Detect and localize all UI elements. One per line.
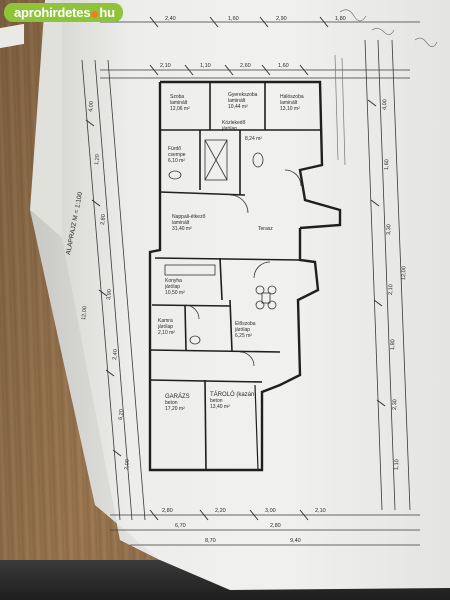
dimension-labels: 2,40 1,60 2,90 1,80 2,10 1,10 2,60 1,60 … bbox=[160, 16, 346, 544]
dim-label: 3,00 bbox=[265, 508, 276, 514]
dim-label: 1,80 bbox=[335, 16, 346, 22]
room-label: 8,24 m² bbox=[245, 136, 262, 142]
dim-label: 2,80 bbox=[162, 508, 173, 514]
dim-label: 2,60 bbox=[240, 63, 251, 69]
room-label: 31,40 m² bbox=[172, 226, 192, 232]
room-label: GARÁZS bbox=[165, 393, 190, 400]
room-label: Kamra bbox=[158, 318, 173, 324]
dim-label: 12,00 bbox=[81, 306, 88, 320]
room-label: TÁROLÓ (kazán) bbox=[210, 391, 256, 398]
paper-fold-shadow bbox=[30, 210, 160, 560]
dim-label: 9,40 bbox=[290, 538, 301, 544]
room-label: Nappali-étkező bbox=[172, 214, 206, 220]
room-label: járólap bbox=[157, 324, 173, 330]
room-label: Gyerekszoba bbox=[228, 92, 258, 98]
paper-left-flap bbox=[30, 0, 62, 238]
dim-label: 4,00 bbox=[382, 99, 388, 110]
dim-label: 1,20 bbox=[94, 154, 101, 165]
dimension-ticks bbox=[85, 16, 386, 521]
room-label: laminált bbox=[172, 220, 190, 226]
dim-label: 2,40 bbox=[165, 16, 176, 22]
room-label: Előszoba bbox=[235, 321, 256, 327]
room-label: beton bbox=[210, 398, 223, 404]
room-label: járólap bbox=[234, 327, 250, 333]
fixtures bbox=[164, 139, 302, 367]
room-label: 2,10 m² bbox=[158, 330, 175, 336]
dim-label: 1,80 bbox=[390, 339, 396, 350]
room-label: csempe bbox=[168, 152, 186, 158]
dim-label: 6,20 bbox=[118, 409, 125, 420]
room-label: Fürdő bbox=[168, 146, 181, 152]
dim-label: 2,10 bbox=[160, 63, 171, 69]
watermark-brand: aprohirdetes bbox=[14, 5, 91, 20]
dimension-labels-vertical: 4,00 1,20 2,80 3,90 12,00 2,40 6,20 2,00… bbox=[81, 99, 407, 470]
room-label: 6,25 m² bbox=[235, 333, 252, 339]
dim-label: 2,90 bbox=[276, 16, 287, 22]
dim-label: 2,10 bbox=[315, 508, 326, 514]
dim-label: 1,60 bbox=[228, 16, 239, 22]
watermark-logo: aprohirdetes hu bbox=[4, 3, 123, 22]
room-label: Konyha bbox=[165, 278, 182, 284]
room-label: 17,20 m² bbox=[165, 406, 185, 412]
dim-label: 2,10 bbox=[388, 284, 394, 295]
room-labels: Szoba laminált 12,06 m² Gyerekszoba lami… bbox=[157, 92, 304, 412]
room-label: 13,10 m² bbox=[280, 106, 300, 112]
dim-label: 2,00 bbox=[124, 459, 131, 470]
dim-label: 1,10 bbox=[394, 459, 400, 470]
dim-label: 1,60 bbox=[278, 63, 289, 69]
dim-label: 3,30 bbox=[386, 224, 392, 235]
room-label: 10,44 m² bbox=[228, 104, 248, 110]
room-label: Hálószoba bbox=[280, 94, 304, 100]
dim-label: 1,10 bbox=[200, 63, 211, 69]
dimension-lines bbox=[81, 21, 420, 546]
dim-label: 2,20 bbox=[215, 508, 226, 514]
room-label: járólap bbox=[164, 284, 180, 290]
room-label: laminált bbox=[280, 100, 298, 106]
dim-label: 1,60 bbox=[384, 159, 390, 170]
dim-label: 12,00 bbox=[401, 266, 407, 280]
pencil-notes bbox=[334, 9, 438, 166]
room-label: laminált bbox=[170, 100, 188, 106]
room-label: járólap bbox=[221, 126, 237, 132]
room-label: beton bbox=[165, 400, 178, 406]
room-label: Szoba bbox=[170, 94, 184, 100]
dim-label: 3,90 bbox=[106, 289, 113, 300]
watermark-dot bbox=[91, 11, 99, 18]
dim-label: 4,00 bbox=[88, 101, 95, 112]
paper-sheet bbox=[60, 0, 450, 590]
building-walls bbox=[148, 80, 342, 472]
room-label: Terasz bbox=[258, 226, 273, 232]
dim-label: 2,40 bbox=[112, 349, 119, 360]
room-label: laminált bbox=[228, 98, 246, 104]
room-label: 12,06 m² bbox=[170, 106, 190, 112]
room-label: 10,50 m² bbox=[165, 290, 185, 296]
watermark-suffix: hu bbox=[99, 5, 115, 20]
dim-label: 2,80 bbox=[100, 214, 107, 225]
room-label: 13,40 m² bbox=[210, 404, 230, 410]
dim-label: 2,30 bbox=[392, 399, 398, 410]
dim-label: 6,70 bbox=[175, 523, 186, 529]
room-label: Közlekedő bbox=[222, 120, 246, 126]
dim-label: 2,80 bbox=[270, 523, 281, 529]
dim-label: 8,70 bbox=[205, 538, 216, 544]
room-label: 6,10 m² bbox=[168, 158, 185, 164]
